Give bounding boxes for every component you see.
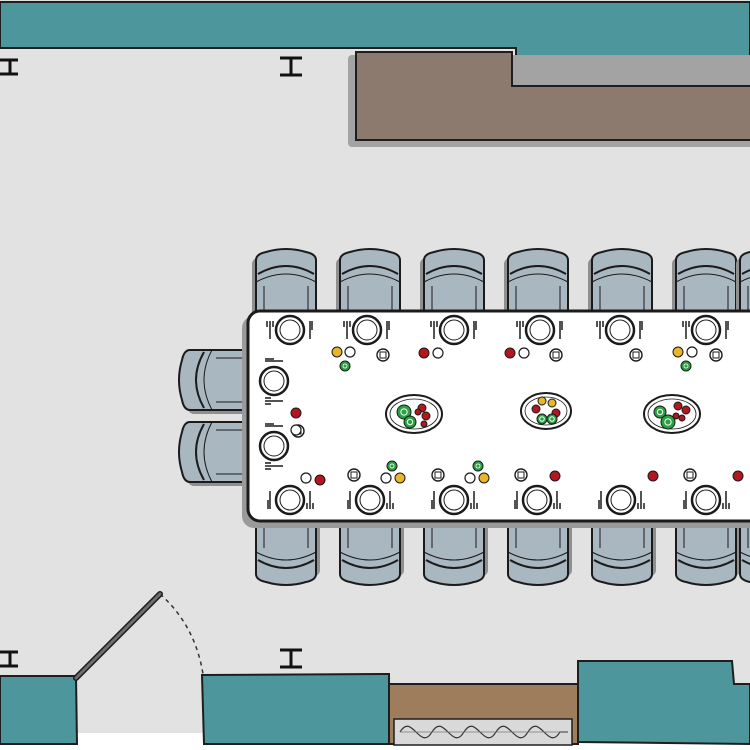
place-setting-11 bbox=[598, 470, 659, 516]
chair-top-6[interactable] bbox=[672, 248, 737, 322]
place-setting-4 bbox=[504, 314, 563, 362]
place-setting-9 bbox=[431, 460, 490, 516]
south-wall-right bbox=[577, 660, 750, 746]
place-setting-10 bbox=[514, 468, 561, 516]
chair-head-2[interactable] bbox=[178, 421, 252, 486]
serving-platter-1 bbox=[385, 394, 443, 434]
chair-bottom-3[interactable] bbox=[423, 512, 488, 586]
wall-light-icon bbox=[280, 56, 302, 77]
place-setting-5 bbox=[596, 314, 643, 362]
banquet-table[interactable] bbox=[246, 309, 750, 523]
radiator[interactable] bbox=[393, 718, 573, 746]
chairs bbox=[178, 248, 750, 586]
south-wall-left bbox=[0, 675, 79, 745]
south-wall-middle bbox=[200, 672, 390, 745]
chair-top-5[interactable] bbox=[588, 248, 653, 322]
chair-bottom-2[interactable] bbox=[339, 512, 404, 586]
place-setting-2 bbox=[331, 314, 390, 372]
place-settings bbox=[258, 314, 744, 516]
chair-top-3[interactable] bbox=[420, 248, 485, 322]
serving-platter-2 bbox=[520, 392, 572, 430]
chair-top-edge[interactable] bbox=[736, 249, 750, 322]
serving-platters bbox=[385, 392, 701, 434]
chair-top-4[interactable] bbox=[504, 248, 569, 322]
place-setting-8 bbox=[347, 460, 406, 516]
place-setting-7 bbox=[267, 472, 326, 516]
place-setting-12 bbox=[683, 468, 744, 516]
place-setting-3 bbox=[418, 314, 477, 359]
kitchen-counter[interactable] bbox=[355, 51, 750, 141]
chair-top-1[interactable] bbox=[252, 248, 317, 322]
chair-bottom-4[interactable] bbox=[507, 512, 572, 586]
wall-light-icon bbox=[0, 650, 18, 668]
chair-head-1[interactable] bbox=[178, 349, 252, 414]
place-setting-1 bbox=[266, 314, 313, 346]
wall-light-icon bbox=[280, 648, 302, 669]
wall-light-icon bbox=[0, 58, 18, 76]
chair-bottom-edge[interactable] bbox=[739, 512, 750, 585]
chair-bottom-6[interactable] bbox=[675, 512, 740, 586]
chair-bottom-1[interactable] bbox=[255, 512, 320, 586]
serving-platter-3 bbox=[643, 394, 701, 434]
chair-top-2[interactable] bbox=[336, 248, 401, 322]
place-setting-14 bbox=[258, 423, 302, 470]
swing-door[interactable] bbox=[73, 591, 204, 681]
chair-bottom-5[interactable] bbox=[591, 512, 656, 586]
place-setting-6 bbox=[672, 314, 729, 372]
